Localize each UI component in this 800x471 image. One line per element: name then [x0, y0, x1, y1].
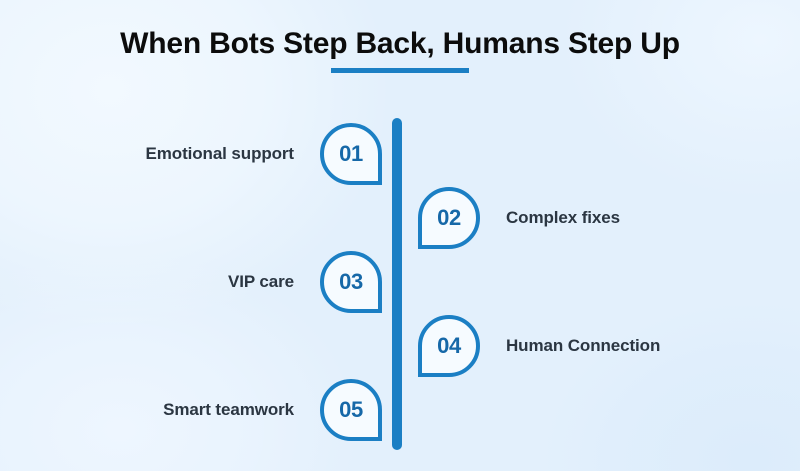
step-label: VIP care [228, 272, 294, 291]
step-label: Human Connection [506, 336, 661, 355]
timeline-step-03[interactable]: VIP care 03 [60, 250, 382, 314]
step-number: 03 [339, 269, 363, 294]
page-title: When Bots Step Back, Humans Step Up [120, 27, 680, 60]
step-badge[interactable]: 03 [320, 251, 382, 313]
timeline-step-05[interactable]: Smart teamwork 05 [60, 378, 382, 442]
step-number: 05 [339, 397, 363, 422]
step-label: Smart teamwork [163, 400, 294, 419]
step-badge[interactable]: 02 [418, 187, 480, 249]
step-label: Emotional support [145, 144, 295, 163]
step-number: 01 [339, 141, 363, 166]
timeline-spine [392, 118, 402, 450]
step-number: 04 [437, 333, 461, 358]
header: When Bots Step Back, Humans Step Up [0, 0, 800, 64]
timeline-step-04[interactable]: 04 Human Connection [418, 314, 778, 378]
timeline-step-01[interactable]: Emotional support 01 [60, 122, 382, 186]
step-label: Complex fixes [506, 208, 620, 227]
step-number: 02 [437, 205, 461, 230]
step-badge[interactable]: 05 [320, 379, 382, 441]
title-underline-accent [331, 68, 469, 73]
step-badge[interactable]: 01 [320, 123, 382, 185]
step-badge[interactable]: 04 [418, 315, 480, 377]
timeline-step-02[interactable]: 02 Complex fixes [418, 186, 778, 250]
